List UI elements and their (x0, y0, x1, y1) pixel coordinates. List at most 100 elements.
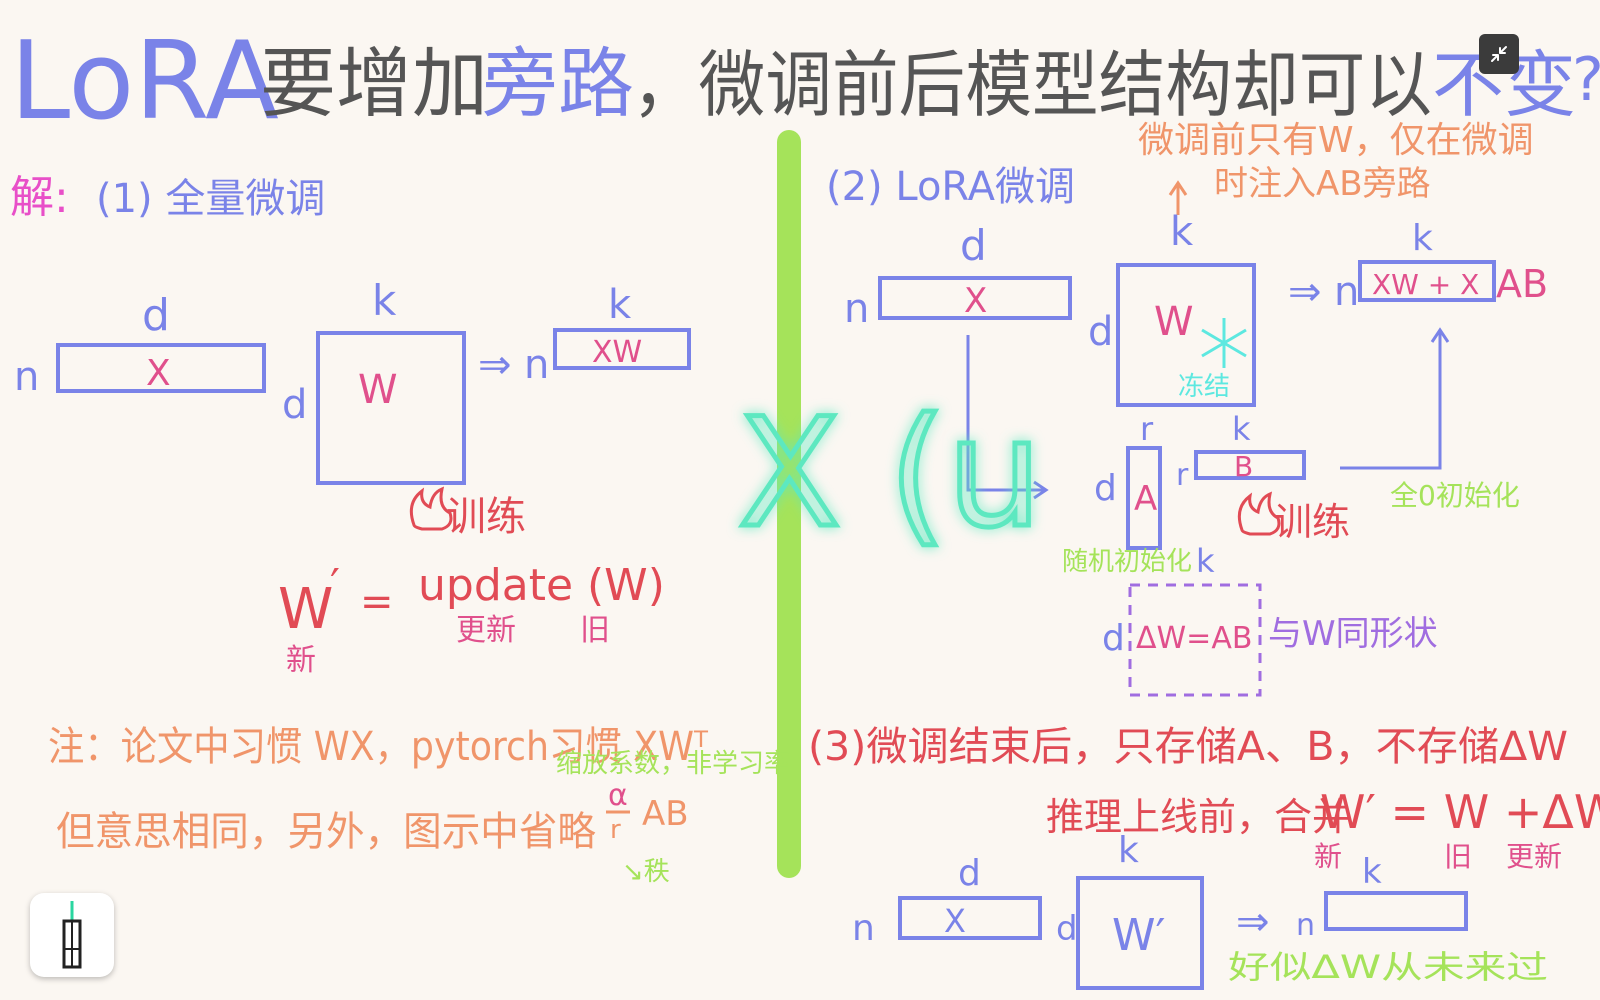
x2-cols-label: d (960, 221, 987, 270)
pen-tool-button[interactable] (30, 893, 114, 977)
result3-cols-label: k (1362, 852, 1382, 892)
x3-matrix (898, 896, 1042, 940)
xw-rows-label: n (524, 342, 549, 388)
scale-factor-label: 缩放系数，非学习率 (556, 749, 790, 779)
train-label-2: 训练 (1274, 500, 1350, 544)
merge-formula: W′ = W +ΔW (1320, 785, 1600, 839)
b-rows-label: r (1176, 458, 1189, 493)
page-title: LoRA 要增加 旁路 ，微调前后模型结构却可以 不变 ? (10, 19, 1600, 144)
note-line2: 但意思相同，另外，图示中省略 (56, 809, 596, 855)
alpha-symbol: α (608, 778, 628, 813)
xw-matrix (553, 328, 691, 370)
collapse-button[interactable] (1479, 34, 1519, 74)
x-matrix (56, 343, 266, 393)
section1-heading: (1) 全量微调 (96, 176, 325, 222)
result2-matrix-label: XW + X (1372, 268, 1479, 301)
never-existed-label: 好似ΔW从未来过 (1228, 948, 1548, 986)
title-add: 要增加 (260, 39, 488, 128)
section-lora-finetune: (2) LoRA微调 微调前只有W，仅在微调 时注入AB旁路 n d X k d… (826, 120, 1548, 697)
x3-cols-label: d (958, 853, 981, 894)
label-new: 新 (286, 643, 316, 678)
a-matrix-label: A (1134, 479, 1157, 519)
merge-prefix: 推理上线前，合并 (1046, 795, 1350, 839)
bypass-arrow (966, 335, 1049, 500)
w3-cols-label: k (1118, 830, 1139, 871)
x3-matrix-label: X (944, 902, 966, 940)
w-matrix (316, 331, 466, 485)
title-structure: ，微调前后模型结构却可以 (632, 43, 1432, 127)
collapse-icon (1491, 46, 1507, 62)
w-rows-label: d (282, 382, 307, 428)
w-prime-mark: ′ (330, 560, 340, 611)
result2-ab: AB (1496, 262, 1548, 306)
merge-label-new: 新 (1314, 840, 1342, 873)
w2-matrix-label: W (1154, 299, 1194, 345)
w2-rows-label: d (1088, 309, 1113, 355)
train-label: 训练 (446, 494, 526, 540)
x2-rows-label: n (844, 286, 869, 332)
note-ab: AB (642, 794, 689, 834)
w2-matrix (1116, 263, 1256, 407)
equals-sign: = (360, 579, 394, 625)
section3-heading: (3)微调结束后，只存储A、B，不存储ΔW (808, 724, 1568, 770)
w2-cols-label: k (1170, 209, 1194, 255)
delta-rows-label: d (1102, 618, 1125, 659)
implies-arrow-2: ⇒ (1288, 269, 1322, 315)
b-matrix (1194, 450, 1306, 480)
random-init-label: 随机初始化 (1062, 547, 1192, 577)
x-matrix-label: X (146, 353, 171, 394)
xw-matrix-label: XW (592, 335, 642, 370)
x2-matrix-label: X (964, 281, 987, 321)
zero-init-label: 全0初始化 (1390, 479, 1520, 512)
solution-label: 解: (10, 172, 69, 223)
delta-w-label: ΔW=AB (1136, 621, 1252, 656)
fire-icon-2 (1237, 491, 1281, 536)
x-rows-label: n (14, 354, 39, 400)
b-matrix-label: B (1234, 450, 1253, 483)
a-matrix (1126, 446, 1162, 550)
snowflake-icon (1201, 318, 1247, 368)
xw-cols-label: k (608, 282, 632, 328)
b-cols-label: k (1232, 410, 1251, 448)
result3-rows-label: n (1296, 908, 1315, 943)
section-after-finetune: (3)微调结束后，只存储A、B，不存储ΔW 推理上线前，合并 W′ = W +Δ… (808, 724, 1600, 990)
x2-matrix (878, 276, 1072, 320)
output-arrow (1340, 327, 1450, 470)
implies-arrow: ⇒ (478, 342, 512, 388)
w-matrix-label: W (358, 367, 398, 413)
laser-scribble: X (u (738, 387, 1042, 561)
bypass-note-line1: 微调前只有W，仅在微调 (1138, 120, 1534, 161)
fire-icon (409, 486, 453, 531)
section-full-finetune: 解: (1) 全量微调 n d X k d W ⇒ n k XW 训练 W ′ … (10, 172, 691, 678)
same-shape-label: 与W同形状 (1268, 614, 1438, 654)
note-line1: 注：论文中习惯 WX，pytorch习惯 XWᵀ (48, 724, 709, 770)
bypass-note-line2: 时注入AB旁路 (1214, 164, 1431, 204)
result2-cols-label: k (1412, 218, 1433, 259)
a-rows-label: d (1094, 468, 1117, 509)
title-lora: LoRA (10, 19, 279, 144)
update-formula: update (W) (418, 560, 665, 611)
title-question: ? (1572, 45, 1600, 115)
delta-cols-label: k (1196, 542, 1215, 580)
delta-w-matrix (1128, 583, 1262, 697)
divider-bar (777, 130, 801, 878)
merge-label-update: 更新 (1506, 840, 1562, 873)
result2-matrix (1358, 260, 1496, 302)
w3-matrix-label: W′ (1112, 910, 1166, 961)
w3-matrix (1076, 876, 1204, 990)
section2-heading: (2) LoRA微调 (826, 164, 1075, 210)
x-cols-label: d (142, 290, 170, 341)
title-bypass: 旁路 (482, 39, 634, 128)
pen-icon (62, 901, 82, 969)
implies-arrow-3: ⇒ (1236, 899, 1270, 945)
result2-rows-label: n (1334, 269, 1359, 315)
note-arrow (1168, 180, 1188, 215)
w-cols-label: k (372, 276, 397, 325)
merge-label-old: 旧 (1444, 840, 1472, 873)
rank-label: ↘秩 (622, 857, 670, 887)
frozen-label: 冻结 (1178, 372, 1230, 402)
result3-matrix (1324, 891, 1468, 931)
label-update: 更新 (456, 613, 516, 648)
w-new-symbol: W (278, 577, 333, 642)
